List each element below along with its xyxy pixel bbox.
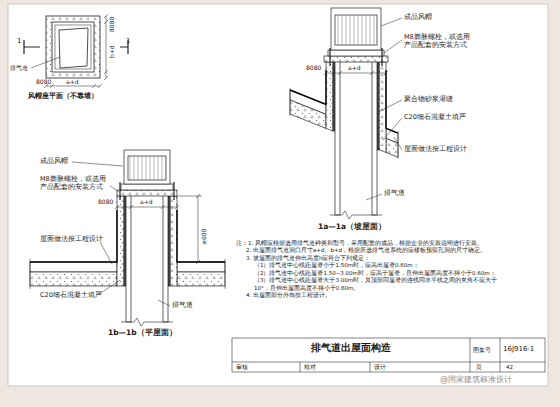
table-cell: 页 <box>476 364 482 371</box>
section-title: 1b—1b（平屋面） <box>108 328 177 337</box>
part-label: 屋面做法按工程设计 <box>404 146 467 154</box>
note-text: 4. 出屋面部分外饰按工程设计。 <box>236 292 498 299</box>
dimension: b+d <box>108 45 115 58</box>
table-cell: 审核 <box>236 364 248 371</box>
notes-block: 注：1. 风帽应根据选用排气道种类和型号，采用配套的成品，根据企业的安装说明进行… <box>236 240 498 299</box>
dimension: 8080 <box>306 64 321 71</box>
section-title: 1a—1a（坡屋面） <box>318 222 386 231</box>
note-text: 3. 坡屋面的排气道伸出高度h应符合下列规定： <box>236 255 498 262</box>
drawing-title: 排气道出屋面构造 <box>311 342 391 354</box>
watermark: @国家建筑标准设计 <box>440 375 512 385</box>
table-cell: 16J916-1 <box>503 345 534 353</box>
dimension: a+d <box>66 78 79 85</box>
part-label: 成品风帽 <box>40 158 68 166</box>
part-label: 排气道 <box>384 190 405 198</box>
dimension: 8080 <box>98 198 113 205</box>
table-cell: 42 <box>506 364 513 371</box>
part-label: C20细石混凝土填严 <box>404 114 466 122</box>
part-label: 排气道 <box>10 64 28 71</box>
section-mark: 1 <box>17 37 21 45</box>
table-cell: 校对 <box>304 364 316 371</box>
part-label: 排气道 <box>172 302 193 310</box>
part-label: 屋面做法按工程设计 <box>40 236 103 244</box>
part-label: 聚合物砂浆灌缝 <box>404 96 453 104</box>
dimension: 8080 <box>36 78 51 85</box>
note-text: 2. 出屋面排气道洞口尺寸a+d、b+d，根据所选排气道系统的应楼板预留孔洞的尺… <box>236 247 498 254</box>
note-text: （1）排气道中心线距屋脊小于1.50m时，应高出屋脊0.60m； <box>236 262 498 269</box>
note-text: 注：1. 风帽应根据选用排气道种类和型号，采用配套的成品，根据企业的安装说明进行… <box>236 240 498 247</box>
part-label: 成品风帽 <box>404 14 432 22</box>
table-cell: 图集号 <box>473 346 491 353</box>
view-title: 风帽座平面（不靠墙） <box>28 92 98 100</box>
note-text: （2）排气道中心线距屋脊1.50~3.00m时，应高于屋脊，且伸出屋面高度不得小… <box>236 270 498 277</box>
dimension: a+d <box>348 64 361 71</box>
part-label: M8膨胀螺栓，或选用产品配套的安装方式 <box>404 34 472 50</box>
note-text: （3）排气道中心线距屋脊大于3.00m时，其顶部同屋脊的连线同水平线之间的夹角不… <box>236 277 498 292</box>
section-mark: 1 <box>126 37 130 45</box>
dimension: ≥600 <box>200 229 207 245</box>
dimension: a+d <box>140 198 153 205</box>
part-label: M8膨胀螺栓，或选用产品配套的安装方式 <box>40 176 108 192</box>
table-cell: 设计 <box>374 364 386 371</box>
dimension: 8080 <box>108 17 115 32</box>
part-label: C20细石混凝土填严 <box>40 292 102 300</box>
